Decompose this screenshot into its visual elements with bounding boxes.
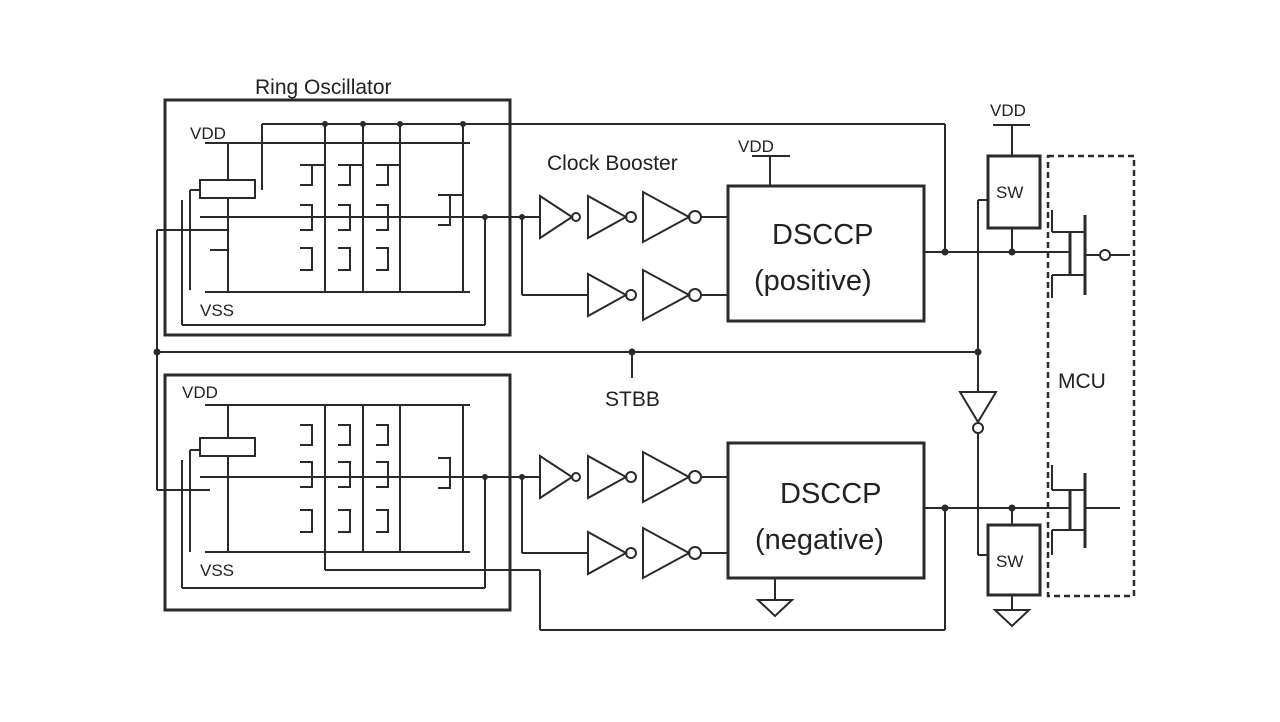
mcu-label: MCU	[1058, 370, 1106, 393]
switch-bottom-label: SW	[996, 552, 1023, 571]
ring-oscillator-bottom	[157, 373, 946, 631]
vdd-label-dsccp: VDD	[738, 137, 774, 156]
pmos-transistor	[1051, 210, 1130, 298]
dsccp-positive-subtitle: (positive)	[754, 265, 872, 297]
switch-top	[986, 154, 1042, 230]
inverter-stages-bottom	[300, 405, 464, 552]
switch-top-label: SW	[996, 183, 1023, 202]
dsccp-negative-block	[726, 441, 926, 580]
nmos-transistor	[1051, 465, 1120, 555]
stbb-label: STBB	[605, 388, 660, 411]
clock-booster-bottom	[521, 450, 728, 580]
vdd-label-top-ro: VDD	[190, 124, 226, 143]
dsccp-negative-title: DSCCP	[780, 478, 882, 510]
vss-label-top-ro: VSS	[200, 301, 234, 320]
vdd-label-bottom-ro: VDD	[182, 383, 218, 402]
vdd-label-switch: VDD	[990, 101, 1026, 120]
clock-booster-label: Clock Booster	[547, 152, 678, 175]
dsccp-positive-title: DSCCP	[772, 219, 874, 251]
ring-oscillator-label: Ring Oscillator	[255, 76, 392, 99]
clock-booster-top	[521, 190, 728, 322]
switch-bottom	[986, 523, 1042, 597]
inverter-stages-top	[300, 124, 464, 292]
dsccp-negative-subtitle: (negative)	[755, 524, 884, 556]
ring-oscillator-top	[163, 98, 945, 337]
mcu-block	[1046, 154, 1136, 598]
dsccp-positive-block	[726, 184, 926, 323]
vss-label-bottom-ro: VSS	[200, 561, 234, 580]
